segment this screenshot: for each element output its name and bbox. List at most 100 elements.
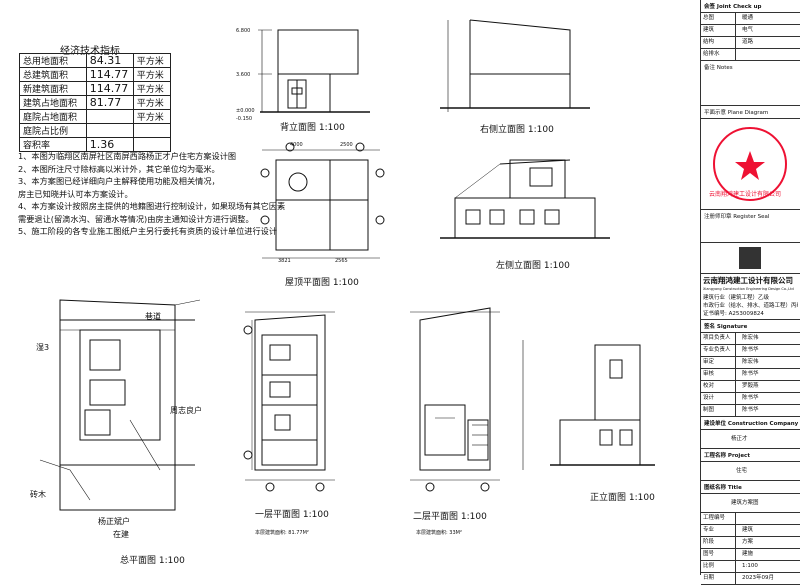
label-existing: 在建 [113, 529, 129, 539]
front-elevation [522, 340, 655, 470]
tb-remark: 备注 Notes [701, 61, 800, 106]
label-alley: 巷道 [145, 311, 161, 321]
elev-mark-2: 3.600 [236, 72, 250, 78]
caption-front: 正立面图 1:100 [590, 491, 655, 503]
note-line: 5、施工阶段的各专业施工图纸户主另行委托有资质的设计单位进行设计 [18, 226, 278, 236]
elev-mark-3: ±0.000 [236, 108, 255, 114]
tb-row: 阶段方案 [701, 537, 800, 549]
qualification-line: 建筑行业（建筑工程）乙级 [703, 295, 770, 301]
tb-cell: 陈书华 [742, 395, 759, 401]
drawing-sheet: 背立面图 1:100 右侧立面图 1:100 屋顶平面图 1:100 左侧立面图… [30, 19, 655, 566]
dim-2: 2500 [340, 142, 353, 148]
tb-row: 建筑电气 [701, 25, 800, 37]
label-house3: 湿3 [36, 343, 49, 352]
tb-cell: 结构 [701, 37, 736, 48]
tb-cell: 建筑 [701, 25, 736, 36]
floor2-area: 本层建筑面积: 33M² [416, 529, 462, 536]
tb-cell: 陈宏伟 [742, 335, 759, 341]
note-line: 1、本图为临翔区南屏社区南屏西路杨正才户住宅方案设计图 [18, 151, 237, 161]
note-line: 3、本方案图已经详细向户主解释使用功能及相关情况， [18, 176, 220, 186]
title-block: 会签 Joint Check up 总图暖通建筑电气结构道路给排水 备注 Not… [700, 0, 800, 585]
tb-row: 专业负责人陈书华 [701, 345, 800, 357]
floor1-area: 本层建筑面积: 81.77M² [255, 529, 309, 536]
tb-row: 校对罗毅燕 [701, 381, 800, 393]
caption-floor1: 一层平面图 1:100 [255, 509, 329, 520]
tb-cell: 暖通 [742, 15, 754, 21]
tb-project-label: 工程名称 Project [701, 449, 800, 462]
tb-cell: 图号 [701, 549, 736, 560]
tb-cell: 日期 [701, 573, 736, 584]
indicator-value: 1.36 [85, 137, 134, 152]
tb-cell: 陈宏伟 [742, 359, 759, 365]
caption-site: 总平面图 1:100 [120, 554, 185, 566]
tb-cell: 校对 [701, 381, 736, 392]
caption-back: 背立面图 1:100 [280, 121, 345, 133]
tb-row: 项目负责人陈宏伟 [701, 333, 800, 345]
tb-register-seal: 注册师印章 Register Seal [701, 210, 800, 243]
indicators-title: 经济技术指标 [60, 46, 120, 57]
right-elevation [440, 19, 590, 112]
tb-cell [736, 49, 742, 60]
note-line: 2、本图所注尺寸除标高以米计外，其它单位均为毫米。 [18, 163, 220, 174]
tb-signature: 签名 Signature [701, 320, 800, 333]
tb-cell: 总图 [701, 13, 736, 24]
tb-row: 总图暖通 [701, 13, 800, 25]
dim-3: 3821 [278, 258, 291, 264]
tb-cell: 给排水 [701, 49, 736, 60]
dim-4: 2565 [335, 258, 348, 264]
tb-cell: 陈书华 [742, 371, 759, 377]
caption-floor2: 二层平面图 1:100 [413, 511, 487, 522]
indicator-unit [132, 137, 172, 152]
site-plan [39, 299, 201, 511]
tb-construction: 建设单位 Construction Company [701, 417, 800, 430]
caption-right: 右侧立面图 1:100 [480, 123, 554, 135]
company-qualifications: 建筑行业（建筑工程）乙级市政行业（给水、排水、道路工程）丙级证书编号: A253… [701, 291, 800, 320]
tb-row: 设计陈书华 [701, 393, 800, 405]
elev-mark-1: 6.800 [236, 28, 250, 34]
left-elevation [440, 159, 610, 239]
tb-section1: 会签 Joint Check up [701, 0, 800, 13]
tb-cell: 1:100 [742, 563, 758, 569]
tb-row: 专业建筑 [701, 525, 800, 537]
indicator-value: 114.77 [85, 81, 134, 96]
back-elevation [258, 29, 370, 113]
indicator-value: 114.77 [85, 67, 134, 82]
caption-roof: 屋顶平面图 1:100 [285, 277, 359, 288]
tb-drawing: 建筑方案图 [701, 494, 800, 513]
tb-cell: 陈书华 [742, 347, 759, 353]
tb-cell: 工程编号 [701, 513, 736, 524]
tb-row: 审定陈宏伟 [701, 357, 800, 369]
company-logo [701, 243, 800, 274]
tb-signoff-rows: 总图暖通建筑电气结构道路给排水 [701, 13, 800, 61]
dim-1: 4000 [290, 142, 303, 148]
company-name: 云南翔鸿建工设计有限公司 [703, 276, 793, 285]
tb-cell: 陈书华 [742, 407, 759, 413]
note-line: 4、本方案设计按照房主提供的地籍图进行控制设计，如果现场有其它因素 [18, 201, 286, 211]
tb-row: 结构道路 [701, 37, 800, 49]
tb-project: 住宅 [701, 462, 800, 481]
label-neighbor2: 杨正斌户 [98, 516, 130, 526]
tb-cell: 电气 [742, 27, 754, 33]
tb-cell: 设计 [701, 393, 736, 404]
tb-staff-rows: 项目负责人陈宏伟专业负责人陈书华审定陈宏伟审核陈书华校对罗毅燕设计陈书华制图陈书… [701, 333, 800, 417]
tb-cell: 比例 [701, 561, 736, 572]
floor2-plan [410, 307, 500, 492]
tb-row: 审核陈书华 [701, 369, 800, 381]
qualification-line: 市政行业（给水、排水、道路工程）丙级 [703, 303, 798, 309]
tb-cell: 专业负责人 [701, 345, 736, 356]
notes-block: 1、本图为临翔区南屏社区南屏西路杨正才户住宅方案设计图 2、本图所注尺寸除标高以米… [18, 150, 285, 238]
tb-row: 制图陈书华 [701, 405, 800, 417]
tb-cell: 专业 [701, 525, 736, 536]
tb-cell: 项目负责人 [701, 333, 736, 344]
tb-cell: 建施 [742, 551, 754, 557]
tb-cell: 阶段 [701, 537, 736, 548]
roof-plan [260, 142, 385, 259]
elev-mark-4: -0.150 [236, 116, 252, 122]
tb-cell: 建筑 [742, 527, 754, 533]
